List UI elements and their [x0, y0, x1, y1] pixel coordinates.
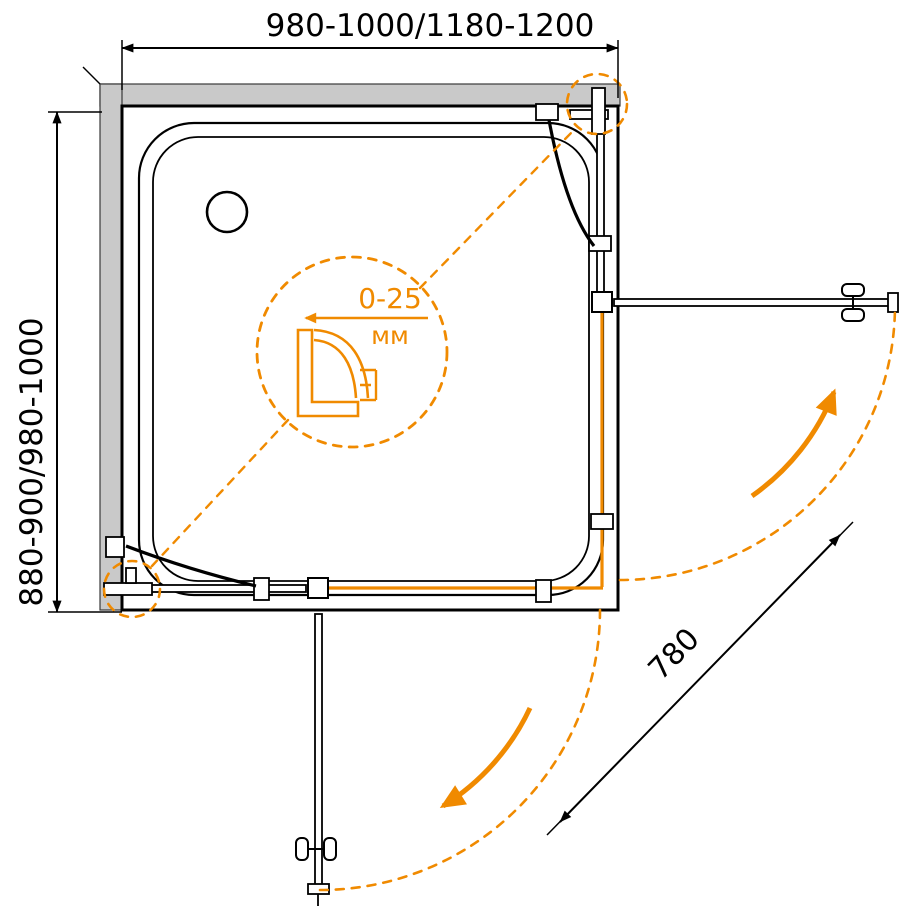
door-right-end-cap: [887, 292, 899, 313]
support-arm-top-right: [547, 119, 596, 247]
panel-clip-right: [588, 235, 612, 252]
enclosure: [120, 104, 620, 612]
door-right-handle-knob: [841, 308, 865, 322]
door-clip-bottom: [535, 579, 552, 603]
door-swing-arc-bottom: [318, 608, 602, 892]
profile-glass-curve-inner: [313, 338, 358, 399]
door-bottom-handle-knob: [323, 837, 337, 861]
hinge-right: [591, 291, 613, 313]
detail-range-label: 0-25: [358, 282, 422, 315]
profile-clip: [360, 368, 378, 402]
support-arm-wall-block-top-right: [535, 103, 559, 121]
detail-unit-label: мм: [371, 321, 409, 350]
open-doors: [295, 283, 899, 906]
wall-profile-pin-top-right: [591, 87, 606, 135]
door-swing-arrow-bottom: [439, 706, 533, 809]
wall-profile-bracket-bottom-left: [103, 582, 153, 596]
drain: [205, 190, 249, 234]
door-bottom-open: [314, 613, 323, 887]
door-right-handle: [841, 283, 865, 297]
diagonal-dimension-label: 780: [642, 622, 707, 687]
detail-leader-line-bottom-left: [150, 418, 290, 568]
wall-left: [99, 83, 123, 611]
detail-circle: [255, 255, 449, 449]
support-arm-bottom-left: [125, 544, 257, 588]
closed-door-clips: [307, 291, 614, 603]
panel-clip-bottom: [253, 577, 270, 601]
fixed-panel-bottom: [147, 584, 307, 593]
profile-glass-curve-outer: [313, 328, 370, 399]
left-dimension-label: 880-900/980-1000: [14, 317, 50, 606]
door-right-open: [613, 298, 891, 307]
wall-profile-pin-bottom-left: [125, 567, 137, 584]
fixed-panel-right: [596, 129, 605, 297]
door-swing-arrow-right: [750, 388, 837, 499]
door-clip-right: [590, 513, 614, 530]
support-arm-wall-block-bottom-left: [105, 536, 125, 558]
shower-tray-inner: [152, 136, 590, 582]
enclosure-outline: [120, 104, 620, 612]
corner-callout-bottom-left: [102, 559, 162, 619]
diagonal-dimension-line: [559, 534, 841, 823]
corner-callout-top-right: [565, 72, 629, 136]
detail-leader-line-top-right: [418, 130, 574, 290]
detail-callout: 0-25 мм: [102, 72, 629, 619]
door-swing-arc-right: [618, 303, 897, 582]
profile-section: [296, 328, 360, 418]
door-bottom-handle: [295, 837, 309, 861]
wall-corner-cut: [82, 66, 101, 85]
top-dimension-label: 980-1000/1180-1200: [266, 8, 595, 44]
wall-top: [99, 83, 621, 107]
hinge-bottom: [307, 577, 329, 599]
